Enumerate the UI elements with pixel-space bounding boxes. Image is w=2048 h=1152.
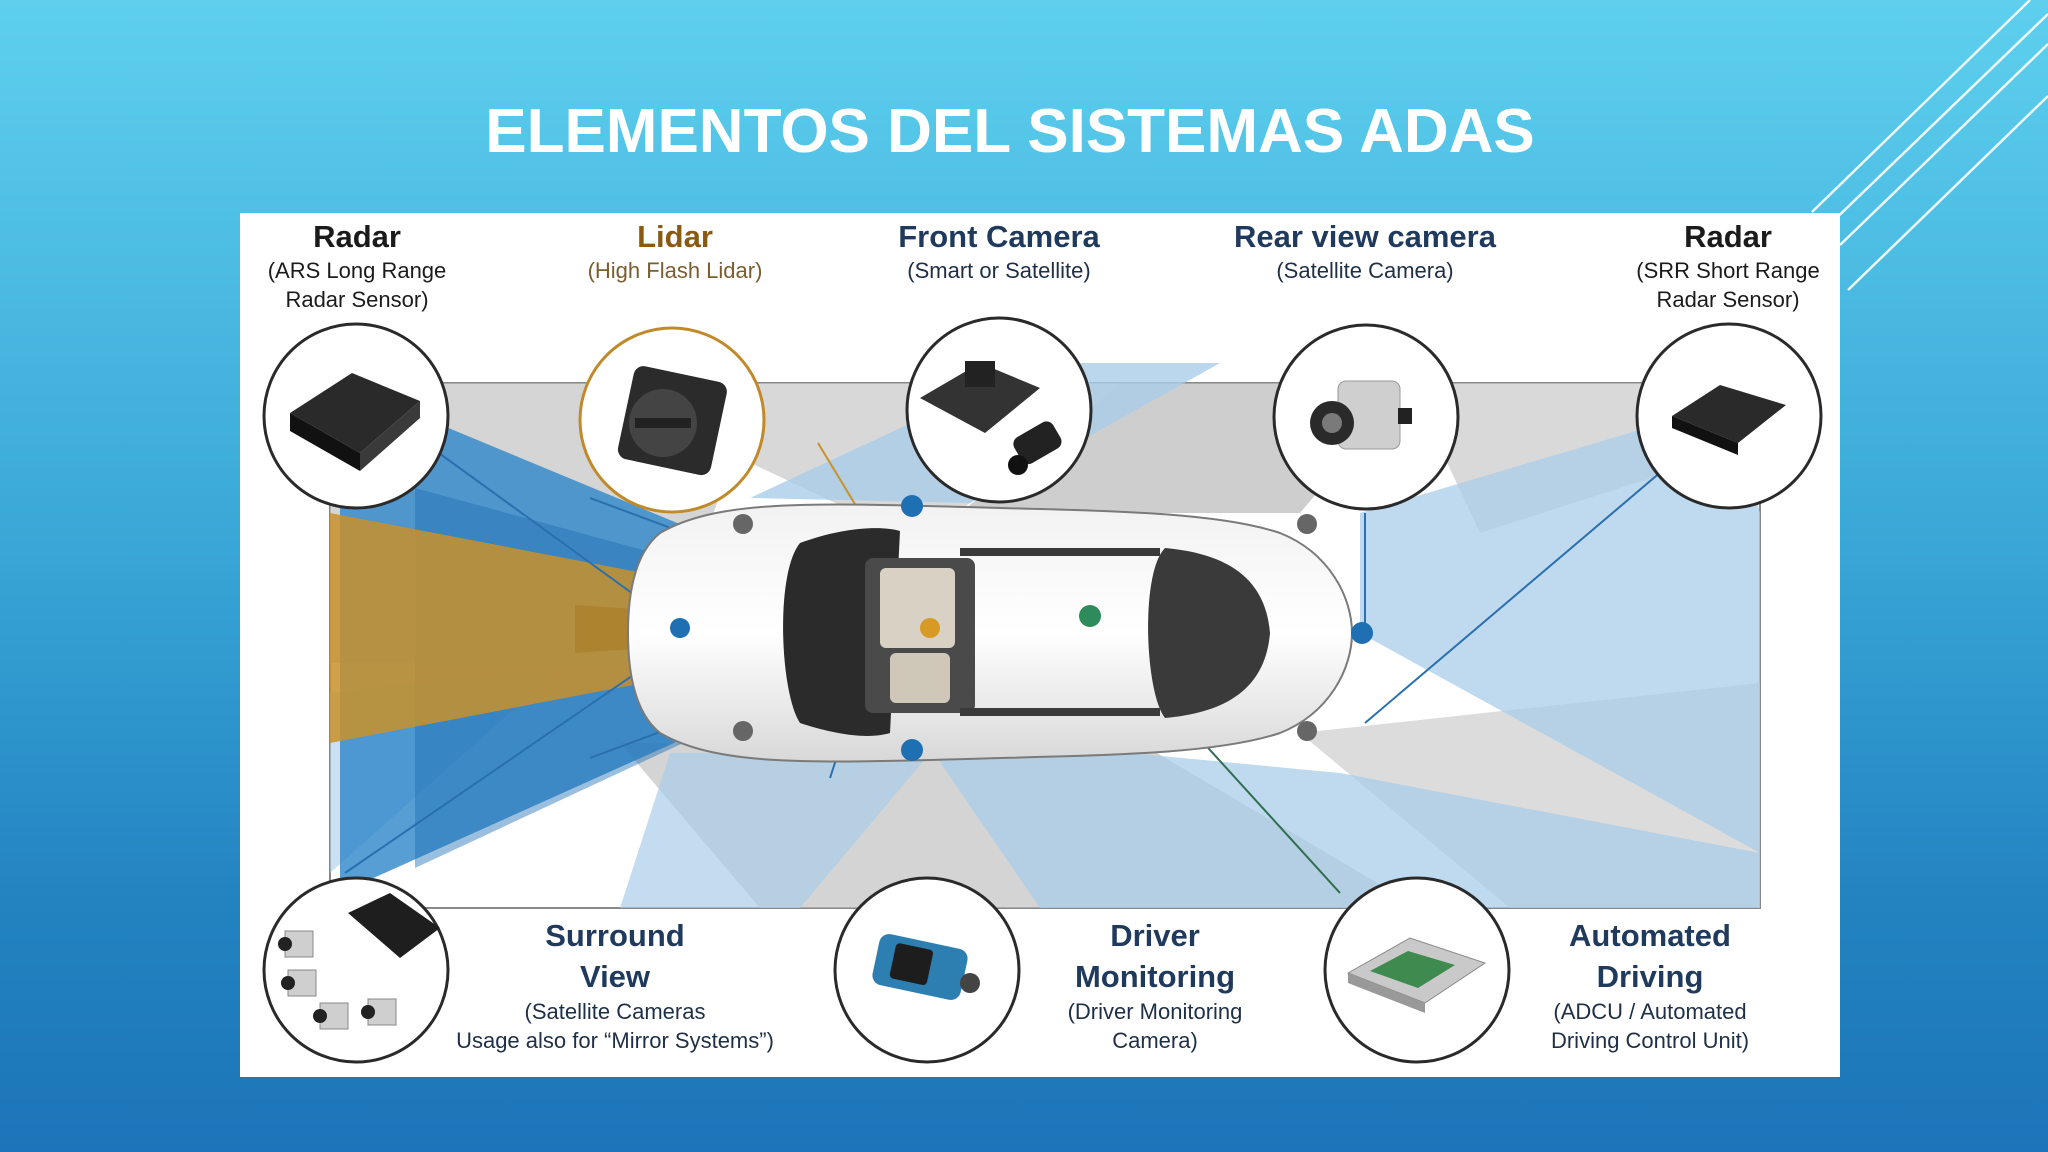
sensor-mount-points — [670, 495, 1373, 761]
driver-monitoring-circle — [833, 876, 1021, 1064]
driver-camera-icon — [872, 934, 980, 1000]
front-camera-icon — [920, 361, 1062, 475]
label-surround-view: Surround View (Satellite Cameras Usage a… — [435, 915, 795, 1055]
slide-title: ELEMENTOS DEL SISTEMAS ADAS — [485, 97, 1535, 166]
radar-long-range-circle — [262, 322, 450, 510]
lidar-subtitle: (High Flash Lidar) — [587, 258, 763, 283]
surround-cameras-icon — [278, 893, 440, 1030]
driver-monitoring-title: Driver Monitoring — [1074, 918, 1236, 994]
label-rear-camera: Rear view camera (Satellite Camera) — [1205, 218, 1525, 285]
radar-long-range-subtitle: (ARS Long Range Radar Sensor) — [267, 258, 447, 312]
automated-driving-subtitle: (ADCU / Automated Driving Control Unit) — [1550, 999, 1750, 1053]
flash-lidar-icon — [617, 366, 727, 476]
control-unit-icon — [1346, 937, 1487, 1013]
adas-diagram-panel: Radar (ARS Long Range Radar Sensor) Lida… — [240, 213, 1840, 1077]
lidar-title: Lidar — [637, 219, 713, 254]
label-driver-monitoring: Driver Monitoring (Driver Monitoring Cam… — [1040, 915, 1270, 1055]
surround-view-subtitle: (Satellite Cameras Usage also for “Mirro… — [456, 999, 774, 1053]
car-top-view — [626, 503, 1354, 763]
label-front-camera: Front Camera (Smart or Satellite) — [864, 218, 1134, 285]
front-camera-subtitle: (Smart or Satellite) — [907, 258, 1091, 283]
radar-long-range-title: Radar — [313, 219, 401, 254]
surround-view-title: Surround View — [545, 918, 685, 994]
front-camera-title: Front Camera — [898, 219, 1100, 254]
rear-camera-icon — [1310, 380, 1412, 450]
rear-camera-circle — [1272, 323, 1460, 511]
automated-driving-title: Automated Driving — [1569, 918, 1731, 994]
driver-monitoring-subtitle: (Driver Monitoring Camera) — [1067, 999, 1243, 1053]
radar-short-range-subtitle: (SRR Short Range Radar Sensor) — [1636, 258, 1820, 312]
label-automated-driving: Automated Driving (ADCU / Automated Driv… — [1520, 915, 1780, 1055]
label-radar-long-range: Radar (ARS Long Range Radar Sensor) — [252, 218, 462, 314]
rear-camera-subtitle: (Satellite Camera) — [1276, 258, 1454, 283]
rear-camera-title: Rear view camera — [1234, 219, 1496, 254]
short-range-radar-icon — [1672, 385, 1786, 455]
surround-view-circle — [262, 876, 450, 1064]
front-camera-circle — [905, 316, 1093, 504]
adas-diagram — [262, 316, 1823, 1064]
radar-short-range-circle — [1635, 322, 1823, 510]
radar-short-range-title: Radar — [1684, 219, 1772, 254]
label-radar-short-range: Radar (SRR Short Range Radar Sensor) — [1618, 218, 1838, 314]
long-range-radar-icon — [290, 373, 420, 471]
label-lidar: Lidar (High Flash Lidar) — [560, 218, 790, 285]
lidar-circle — [578, 326, 766, 514]
automated-driving-circle — [1323, 876, 1511, 1064]
